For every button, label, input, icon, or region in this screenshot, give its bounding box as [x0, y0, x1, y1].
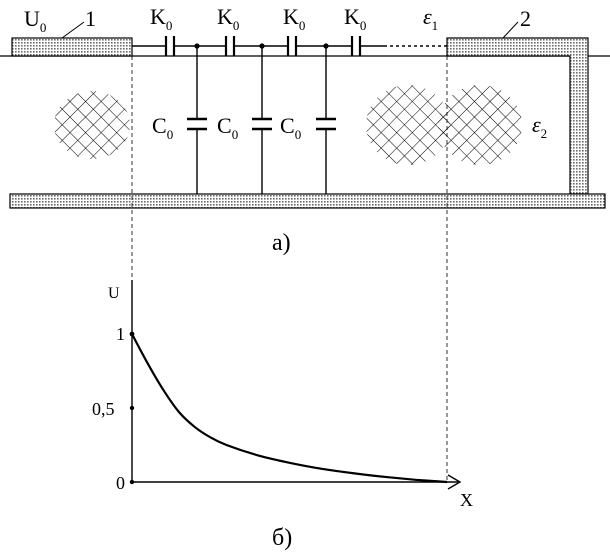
diagram-a: U0 1 2 K0 K0 K0 K0 ε1 ε2 C0 C0 C0 а)	[0, 4, 610, 482]
ground-electrode	[9, 193, 606, 209]
part-a-label: а)	[272, 230, 291, 256]
series-capacitor-label-4: K0	[344, 4, 366, 33]
marker-1: 1	[85, 6, 96, 31]
marker-2: 2	[520, 6, 531, 31]
charge-region-left	[54, 91, 130, 159]
series-chain	[132, 36, 447, 56]
marker-2-leader	[502, 21, 519, 39]
shunt-capacitor-label-3: C0	[280, 113, 301, 142]
charge-region-middle	[366, 85, 450, 165]
series-line-u	[131, 333, 448, 484]
x-axis-label: X	[460, 490, 473, 510]
series-capacitor-label-3: K0	[283, 4, 305, 33]
series-points	[129, 331, 135, 337]
y-tick-label-0: 0	[116, 473, 125, 493]
y-tick-0-5	[129, 405, 135, 411]
series-point-start	[129, 331, 135, 337]
dielectric-1-label: ε1	[423, 4, 438, 33]
marker-1-leader	[61, 21, 85, 39]
x-axis-arrow	[447, 474, 462, 490]
shunt-capacitor-label-2: C0	[217, 113, 238, 142]
shunt-capacitor-label-1: C0	[152, 113, 173, 142]
electrode-1	[11, 37, 133, 57]
chart-b: U X 1 0,5 0 б)	[92, 280, 473, 551]
dielectric-2-label: ε2	[532, 112, 547, 141]
y-tick-label-1: 1	[116, 324, 125, 344]
series-capacitor-label-2: K0	[217, 4, 239, 33]
shunt-capacitors	[187, 46, 336, 194]
series-capacitor-label-1: K0	[150, 4, 172, 33]
part-b-label: б)	[272, 525, 292, 551]
y-axis-label: U	[108, 285, 120, 302]
charge-region-right	[438, 85, 522, 165]
y-tick-0	[129, 479, 135, 485]
y-tick-label-0-5: 0,5	[92, 399, 115, 419]
electrode-potential-label: U0	[24, 6, 46, 35]
